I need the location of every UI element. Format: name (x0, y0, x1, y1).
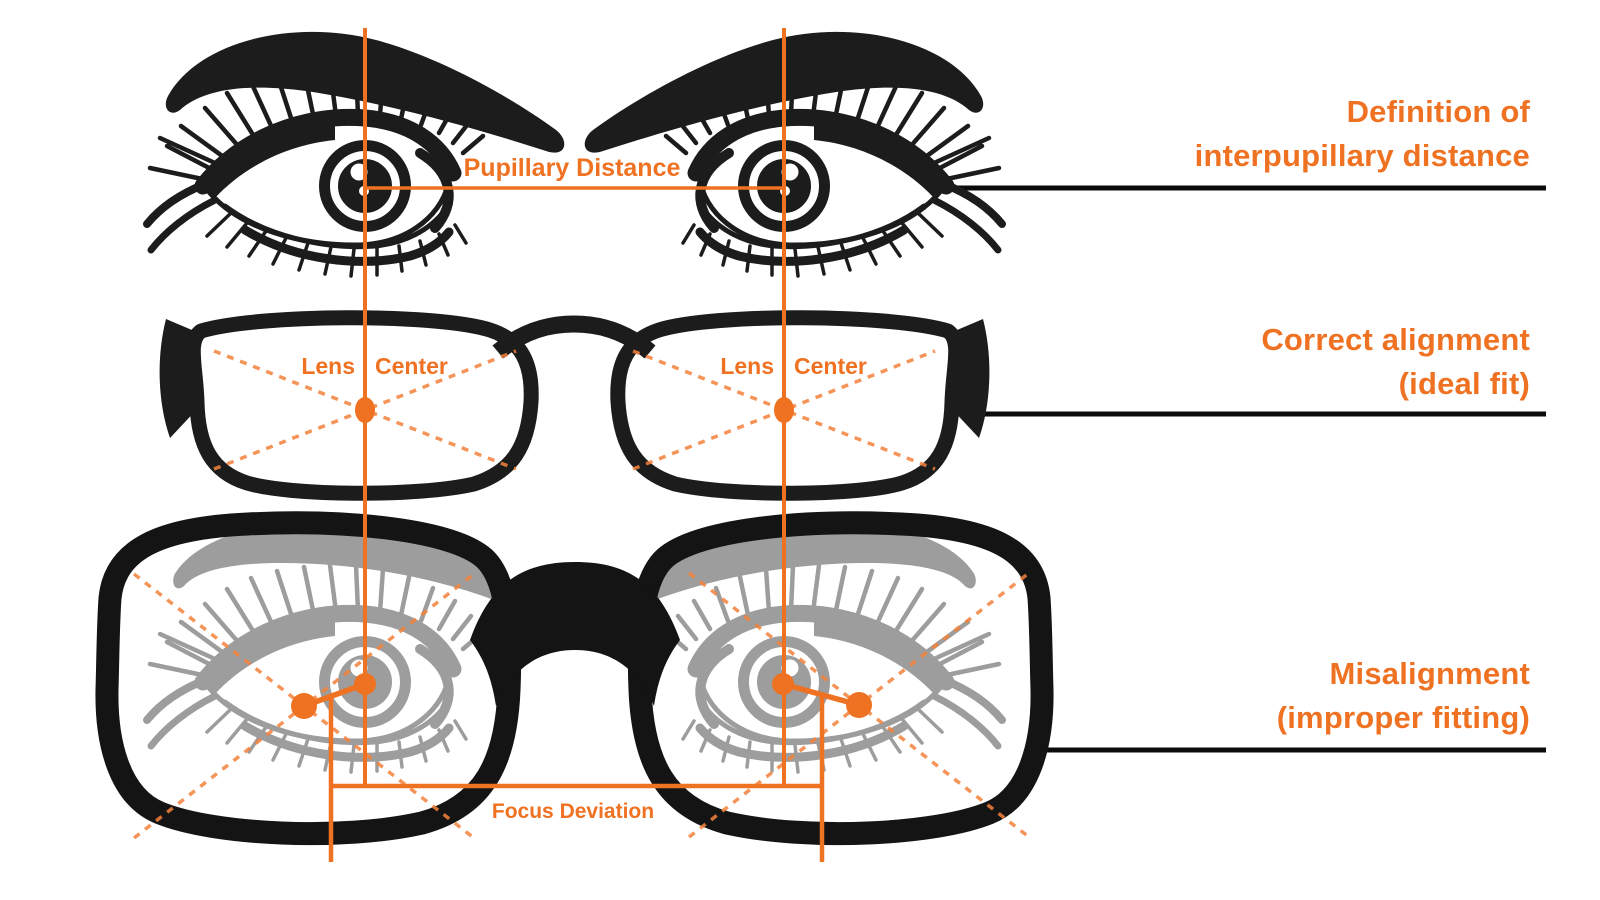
callout-text-line: interpupillary distance (1194, 138, 1530, 173)
left-shifted-center-dot (291, 693, 317, 719)
right-pupil-dot (772, 673, 794, 695)
right-lens-center-dot (774, 397, 794, 423)
focus-deviation-label: Focus Deviation (492, 800, 654, 823)
right-deviation-segment (782, 681, 860, 708)
left-pupil-dot (354, 673, 376, 695)
left-lens-label-word1: Lens (301, 353, 355, 379)
callout-definition-of-ipd: Definition of interpupillary distance (1195, 90, 1530, 178)
pupillary-distance-label: Pupillary Distance (464, 154, 681, 182)
callout-text-line: Misalignment (1329, 656, 1530, 691)
left-lens-label-word2: Center (375, 353, 448, 379)
callout-text-line: (improper fitting) (1276, 700, 1530, 735)
correct-glasses-frame (160, 318, 990, 494)
right-lens-label-word1: Lens (720, 353, 774, 379)
callout-leader-lines (912, 185, 1546, 753)
left-lens-center-dot (355, 397, 375, 423)
glasses-bridge (492, 315, 656, 359)
misaligned-glasses-frame (107, 523, 1042, 834)
center-markers (291, 397, 872, 719)
callout-correct-alignment: Correct alignment (ideal fit) (1261, 318, 1530, 406)
callout-text-line: Definition of (1346, 94, 1530, 129)
glasses-bridge (470, 562, 680, 706)
right-shifted-center-dot (846, 692, 872, 718)
callout-misalignment: Misalignment (improper fitting) (1277, 652, 1530, 740)
callout-text-line: Correct alignment (1261, 322, 1530, 357)
right-lens-label-word2: Center (794, 353, 867, 379)
callout-text-line: (ideal fit) (1398, 366, 1530, 401)
